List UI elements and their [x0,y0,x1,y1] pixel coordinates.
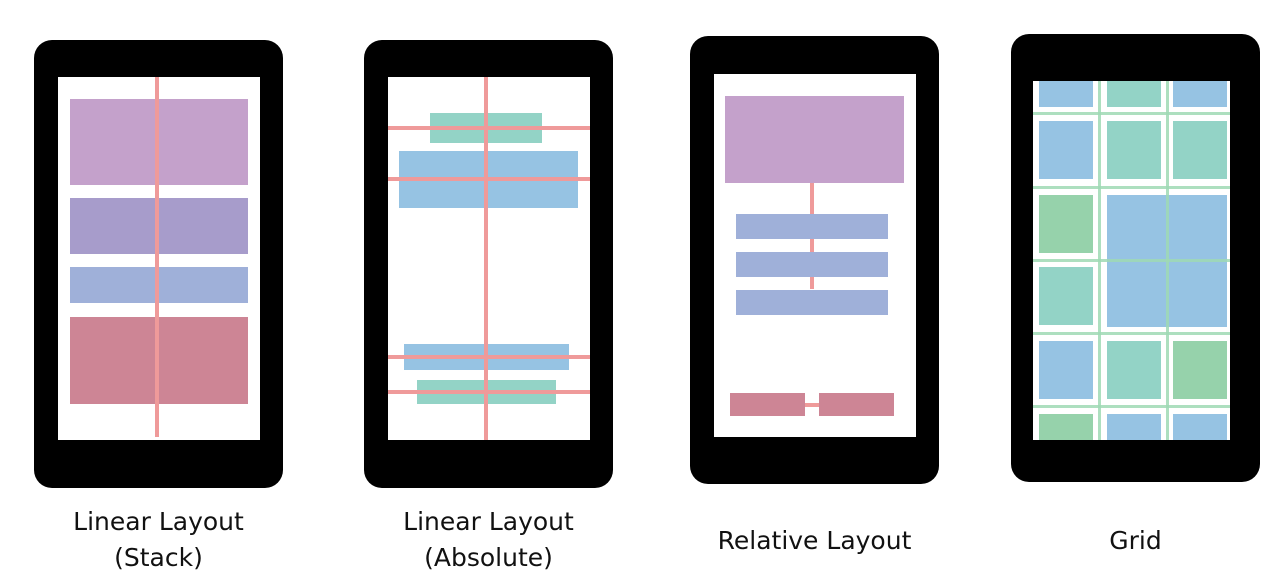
relative-footer-right [819,393,894,416]
screen-grid [1033,81,1230,440]
grid-horizontal-line-2 [1033,186,1230,189]
phone-linear-absolute [364,40,613,488]
relative-row-2 [736,252,888,277]
grid-cell-r5-c2 [1173,414,1227,440]
grid-cell-r1-c0 [1039,121,1093,179]
relative-header-block [725,96,904,183]
stack-vertical-guide [155,77,159,437]
relative-row-1 [736,214,888,239]
absolute-horizontal-guide-1 [388,126,590,130]
absolute-horizontal-guide-2 [388,177,590,181]
grid-cell-r0-c0 [1039,81,1093,107]
screen-linear-stack [58,77,260,440]
grid-horizontal-line-3 [1033,259,1230,262]
grid-cell-r4-c2 [1173,341,1227,399]
relative-footer-left [730,393,805,416]
grid-cell-r5-c1 [1107,414,1161,440]
absolute-vertical-guide [484,77,488,440]
grid-cell-r4-c0 [1039,341,1093,399]
caption-linear-absolute: Linear Layout (Absolute) [403,507,574,572]
screen-linear-absolute [388,77,590,440]
stack-block-2 [70,198,248,254]
grid-cell-r1-c1 [1107,121,1161,179]
caption-grid: Grid [1109,526,1162,555]
stack-block-1 [70,99,248,185]
grid-horizontal-line-1 [1033,112,1230,115]
screen-relative [714,74,916,437]
caption-linear-stack: Linear Layout (Stack) [73,507,244,572]
grid-cell-r0-c1 [1107,81,1161,107]
grid-horizontal-line-5 [1033,405,1230,408]
absolute-horizontal-guide-3 [388,355,590,359]
grid-cell-r2-c0 [1039,195,1093,253]
relative-horizontal-connector [805,403,819,407]
caption-relative: Relative Layout [717,526,912,555]
phone-linear-stack [34,40,283,488]
absolute-horizontal-guide-4 [388,390,590,394]
relative-row-3 [736,290,888,315]
stack-block-4 [70,317,248,404]
phone-relative [690,36,939,484]
phone-grid [1011,34,1260,482]
grid-cell-r4-c1 [1107,341,1161,399]
grid-cell-r5-c0 [1039,414,1093,440]
grid-horizontal-line-4 [1033,332,1230,335]
stack-block-3 [70,267,248,303]
grid-cell-r0-c2 [1173,81,1227,107]
grid-cell-r3-c0 [1039,267,1093,325]
grid-cell-r1-c2 [1173,121,1227,179]
